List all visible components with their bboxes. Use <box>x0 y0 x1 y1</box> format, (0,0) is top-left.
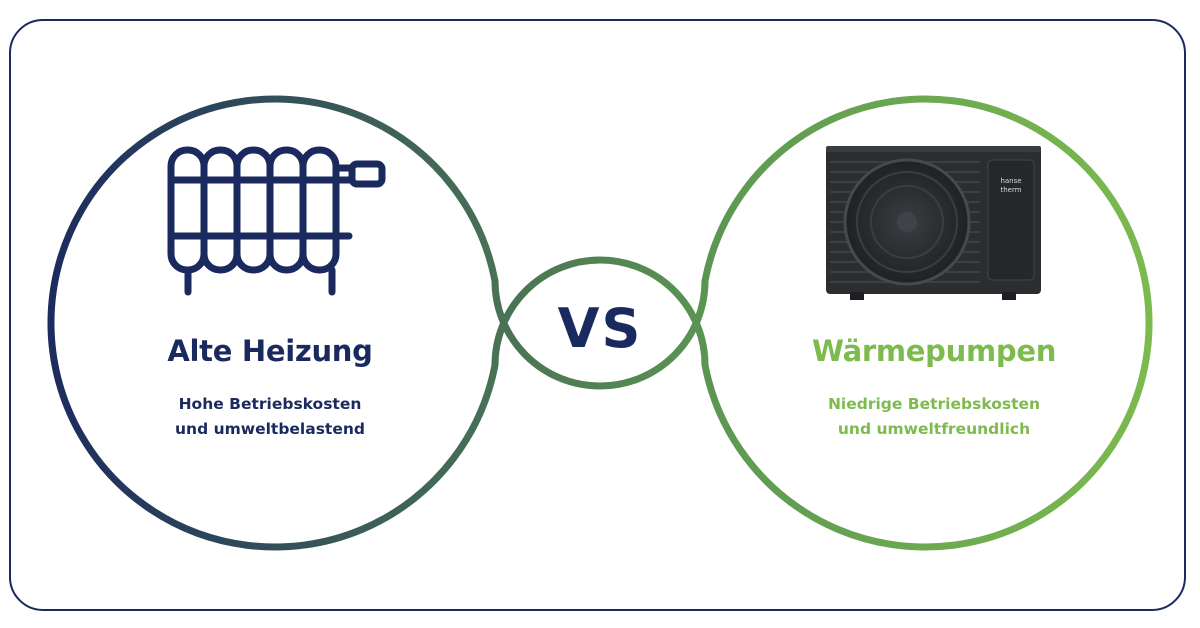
brand-label-line1: hanse <box>1000 177 1021 185</box>
heat-pump-subtitle-line2: und umweltfreundlich <box>837 420 1031 438</box>
heat-pump-unit <box>826 146 1041 300</box>
radiator-icon <box>167 146 386 296</box>
heat-pump-subtitle-line1: Niedrige Betriebskosten <box>827 395 1041 413</box>
heat-pump-subtitle: Niedrige Betriebskosten und umweltfreund… <box>758 392 1110 442</box>
heat-pump-title: Wärmepumpen <box>811 334 1057 368</box>
vs-label: VS <box>557 297 643 360</box>
old-heating-subtitle: Hohe Betriebskosten und umweltbelastend <box>94 392 446 442</box>
old-heating-subtitle-line1: Hohe Betriebskosten <box>178 395 362 413</box>
card-frame <box>9 19 1186 611</box>
old-heating-subtitle-line2: und umweltbelastend <box>175 420 365 438</box>
old-heating-title: Alte Heizung <box>167 334 373 368</box>
brand-label-line2: therm <box>1000 186 1021 194</box>
comparison-outline <box>47 95 1153 551</box>
